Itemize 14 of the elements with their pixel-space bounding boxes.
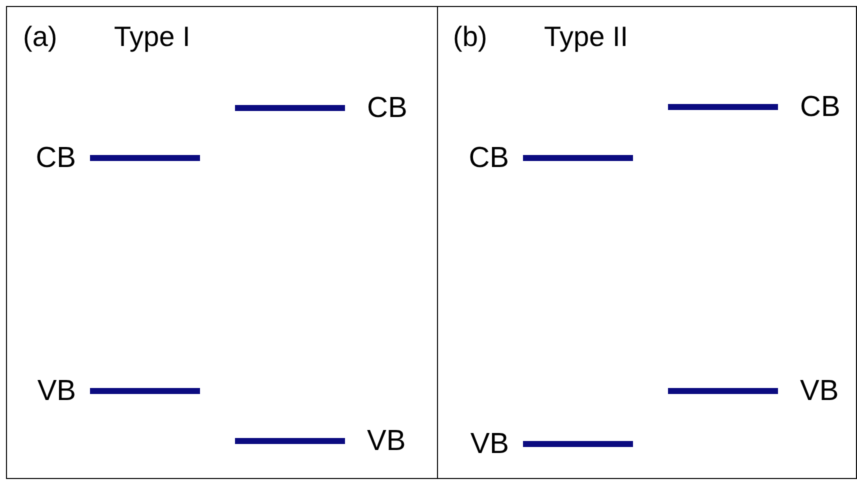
band-label: CB — [800, 91, 840, 123]
band-label: VB — [367, 425, 406, 457]
band-label: VB — [470, 428, 509, 460]
panel-title: Type I — [114, 21, 190, 53]
band-label: CB — [468, 142, 509, 174]
panel-title: Type II — [544, 21, 628, 53]
band-label: VB — [800, 375, 839, 407]
band-label: VB — [37, 375, 76, 407]
panel-letter: (a) — [23, 21, 58, 53]
panel-frame — [6, 6, 438, 479]
band-label: CB — [367, 92, 408, 124]
panel-frame — [437, 6, 857, 479]
panel-letter: (b) — [453, 21, 488, 53]
band-label: CB — [36, 142, 76, 174]
